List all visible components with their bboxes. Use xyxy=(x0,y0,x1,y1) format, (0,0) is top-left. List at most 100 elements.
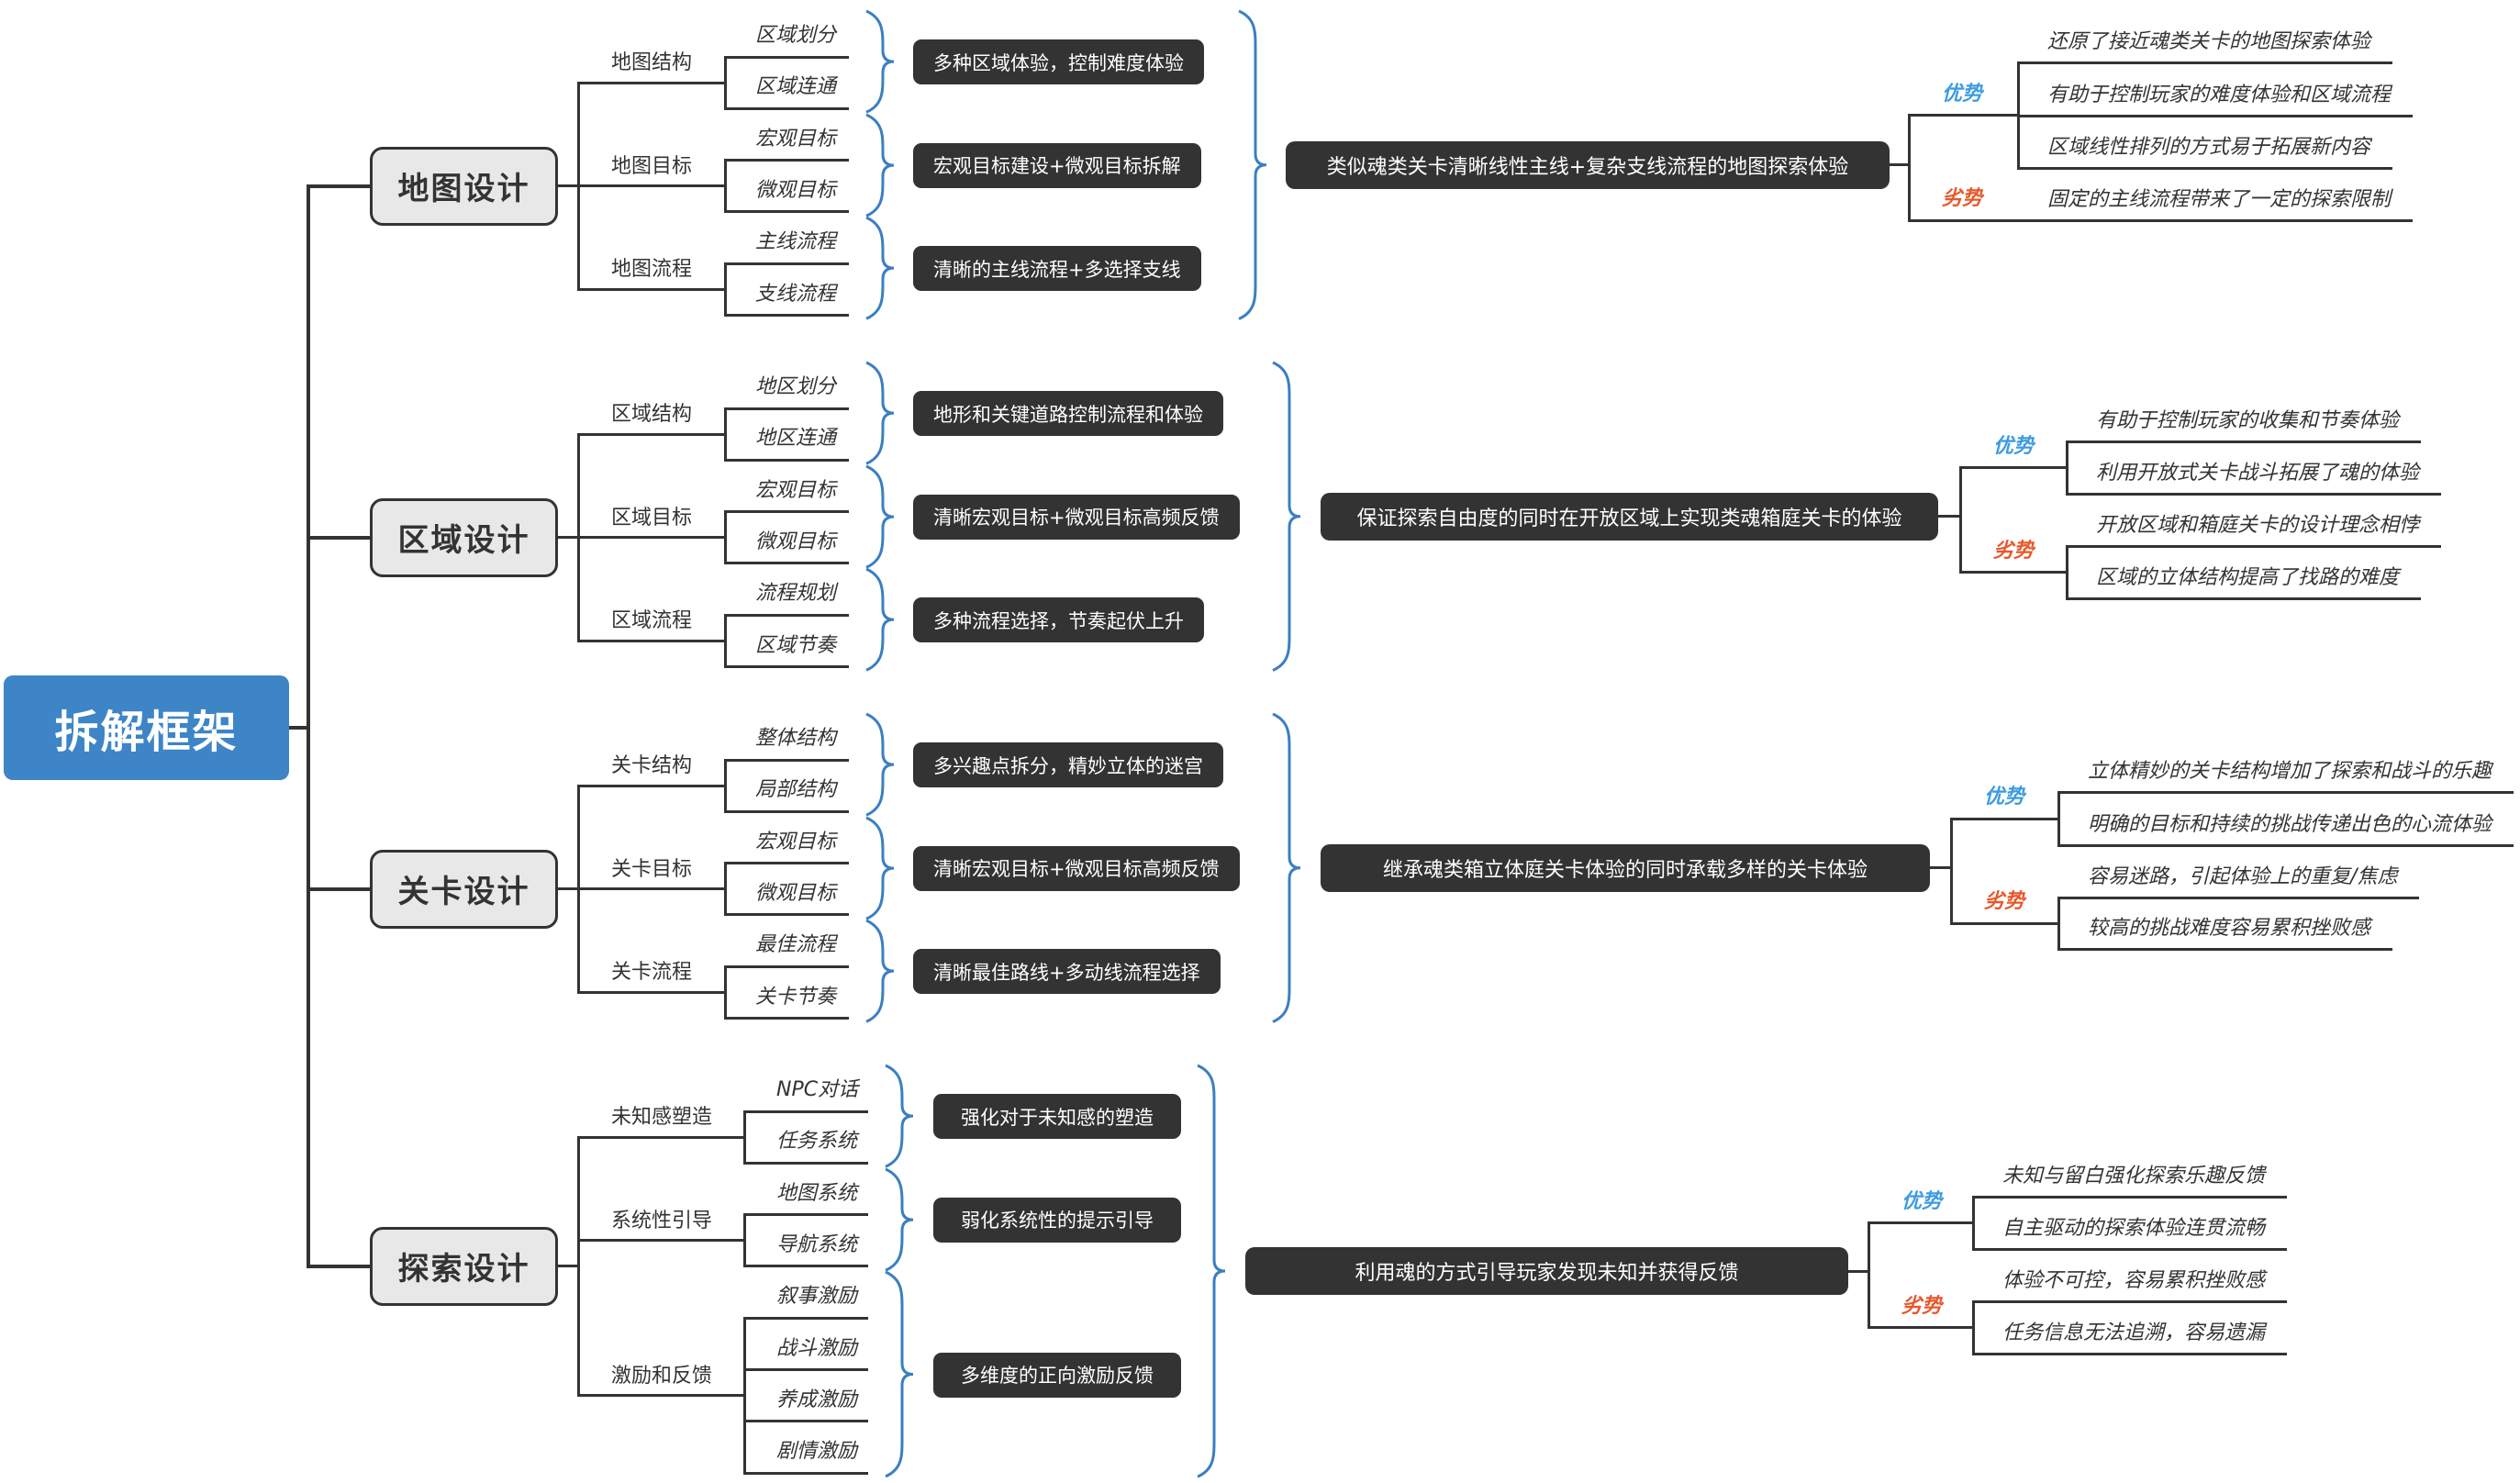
summary-box[interactable]: 宏观目标建设+微观目标拆解 xyxy=(913,142,1201,188)
connector-line xyxy=(725,1017,849,1020)
leaf-node[interactable]: 叙事激励 xyxy=(776,1285,858,1309)
branch-label[interactable]: 未知感塑造 xyxy=(611,1106,713,1130)
pros-item[interactable]: 有助于控制玩家的难度体验和区域流程 xyxy=(2018,78,2414,117)
summary-box[interactable]: 多维度的正向激励反馈 xyxy=(933,1352,1181,1398)
brace-bracket xyxy=(1197,1064,1226,1478)
summary-box[interactable]: 多种区域体验，控制难度体验 xyxy=(913,39,1204,85)
branch-label[interactable]: 关卡结构 xyxy=(611,754,693,778)
summary-box[interactable]: 多种流程选择，节奏起伏上升 xyxy=(913,597,1204,643)
branch-label[interactable]: 地图流程 xyxy=(611,258,693,282)
branch-label[interactable]: 区域目标 xyxy=(611,506,693,530)
branch-label[interactable]: 关卡流程 xyxy=(611,961,693,985)
topic-node[interactable]: 关卡设计 xyxy=(370,849,558,929)
connector-line xyxy=(1909,218,2018,222)
connector-line xyxy=(289,726,308,730)
summary-box[interactable]: 清晰最佳路线+多动线流程选择 xyxy=(913,949,1221,995)
leaf-node[interactable]: 战斗激励 xyxy=(776,1336,858,1360)
leaf-node[interactable]: 支线流程 xyxy=(755,282,837,306)
branch-label[interactable]: 关卡目标 xyxy=(611,857,693,881)
brace-bracket xyxy=(885,1167,914,1272)
leaf-node[interactable]: 微观目标 xyxy=(755,881,837,905)
brace-bracket xyxy=(865,216,895,320)
connector-line xyxy=(725,407,849,410)
cons-item[interactable]: 固定的主线流程带来了一定的探索限制 xyxy=(2018,183,2414,222)
connector-line xyxy=(1951,921,2058,925)
leaf-node[interactable]: 微观目标 xyxy=(755,178,837,202)
leaf-node[interactable]: 宏观目标 xyxy=(755,127,837,151)
leaf-node[interactable]: 区域连通 xyxy=(755,75,837,99)
pros-item[interactable]: 明确的目标和持续的挑战传递出色的心流体验 xyxy=(2058,808,2514,847)
connector-line xyxy=(723,55,727,110)
brace-bracket xyxy=(1272,361,1301,672)
conclusion-box[interactable]: 保证探索自由度的同时在开放区域上实现类魂箱庭关卡的体验 xyxy=(1321,492,1938,541)
brace-bracket xyxy=(865,113,895,217)
leaf-node[interactable]: 地区划分 xyxy=(755,375,837,398)
leaf-node[interactable]: 地图系统 xyxy=(776,1181,858,1205)
summary-box[interactable]: 清晰宏观目标+微观目标高频反馈 xyxy=(913,845,1240,891)
leaf-node[interactable]: 流程规划 xyxy=(755,582,837,606)
leaf-node[interactable]: 宏观目标 xyxy=(755,478,837,502)
cons-item[interactable]: 区域的立体结构提高了找路的难度 xyxy=(2067,561,2422,600)
leaf-node[interactable]: NPC对话 xyxy=(776,1078,859,1101)
summary-box[interactable]: 地形和关键道路控制流程和体验 xyxy=(913,391,1223,437)
brace-bracket xyxy=(865,9,895,114)
topic-node[interactable]: 探索设计 xyxy=(370,1226,558,1306)
conclusion-box[interactable]: 类似魂类关卡清晰线性主线+复杂支线流程的地图探索体验 xyxy=(1286,140,1890,189)
connector-line xyxy=(744,1471,868,1475)
leaf-node[interactable]: 养成激励 xyxy=(776,1388,858,1411)
cons-item[interactable]: 体验不可控，容易累积挫败感 xyxy=(1973,1264,2288,1303)
leaf-node[interactable]: 宏观目标 xyxy=(755,830,837,853)
branch-label[interactable]: 地图结构 xyxy=(611,51,693,75)
branch-label[interactable]: 系统性引导 xyxy=(611,1209,713,1232)
summary-box[interactable]: 清晰的主线流程+多选择支线 xyxy=(913,246,1201,292)
pros-item[interactable]: 未知与留白强化探索乐趣反馈 xyxy=(1973,1159,2288,1199)
branch-label[interactable]: 区域结构 xyxy=(611,403,693,427)
leaf-node[interactable]: 任务系统 xyxy=(776,1130,858,1154)
connector-line xyxy=(742,1109,746,1165)
connector-line xyxy=(723,758,727,813)
branch-label[interactable]: 激励和反馈 xyxy=(611,1364,713,1388)
leaf-node[interactable]: 地区连通 xyxy=(755,427,837,451)
summary-box[interactable]: 清晰宏观目标+微观目标高频反馈 xyxy=(913,494,1240,540)
cons-label: 劣势 xyxy=(1942,187,1983,210)
pros-item[interactable]: 立体精妙的关卡结构增加了探索和战斗的乐趣 xyxy=(2058,754,2514,794)
connector-line xyxy=(744,1109,868,1113)
pros-item[interactable]: 还原了接近魂类关卡的地图探索体验 xyxy=(2018,25,2393,64)
branch-label[interactable]: 区域流程 xyxy=(611,609,693,633)
leaf-node[interactable]: 最佳流程 xyxy=(755,933,837,957)
leaf-node[interactable]: 微观目标 xyxy=(755,530,837,553)
pros-item[interactable]: 区域线性排列的方式易于拓展新内容 xyxy=(2018,130,2393,170)
branch-label[interactable]: 地图目标 xyxy=(611,154,693,178)
summary-box[interactable]: 强化对于未知感的塑造 xyxy=(933,1094,1181,1140)
connector-line xyxy=(308,184,370,188)
leaf-node[interactable]: 导航系统 xyxy=(776,1232,858,1256)
leaf-node[interactable]: 关卡节奏 xyxy=(755,985,837,1009)
connector-line xyxy=(725,159,849,162)
connector-line xyxy=(725,913,849,917)
pros-item[interactable]: 有助于控制玩家的收集和节奏体验 xyxy=(2067,404,2422,443)
conclusion-box[interactable]: 利用魂的方式引导玩家发现未知并获得反馈 xyxy=(1245,1247,1848,1296)
cons-item[interactable]: 开放区域和箱庭关卡的设计理念相悖 xyxy=(2067,508,2442,548)
pros-item[interactable]: 利用开放式关卡战斗拓展了魂的体验 xyxy=(2067,456,2442,496)
leaf-node[interactable]: 区域节奏 xyxy=(755,633,837,657)
cons-item[interactable]: 较高的挑战难度容易累积挫败感 xyxy=(2058,911,2393,951)
leaf-node[interactable]: 主线流程 xyxy=(755,230,837,254)
leaf-node[interactable]: 剧情激励 xyxy=(776,1440,858,1464)
summary-box[interactable]: 多兴趣点拆分，精妙立体的迷宫 xyxy=(913,742,1223,788)
conclusion-box[interactable]: 继承魂类箱立体庭关卡体验的同时承载多样的关卡体验 xyxy=(1321,843,1930,892)
cons-item[interactable]: 任务信息无法追溯，容易遗漏 xyxy=(1973,1316,2288,1355)
leaf-node[interactable]: 区域划分 xyxy=(755,24,837,47)
connector-line xyxy=(578,990,725,994)
root-node[interactable]: 拆解框架 xyxy=(4,675,289,780)
topic-node[interactable]: 地图设计 xyxy=(370,146,558,226)
brace-bracket xyxy=(885,1270,914,1478)
pros-item[interactable]: 自主驱动的探索体验连贯流畅 xyxy=(1973,1211,2288,1251)
cons-item[interactable]: 容易迷路，引起体验上的重复/焦虑 xyxy=(2058,860,2420,899)
connector-line xyxy=(744,1368,868,1371)
summary-box[interactable]: 弱化系统性的提示引导 xyxy=(933,1197,1181,1243)
leaf-node[interactable]: 局部结构 xyxy=(755,778,837,802)
topic-node[interactable]: 区域设计 xyxy=(370,497,558,577)
connector-line xyxy=(725,262,849,265)
leaf-node[interactable]: 整体结构 xyxy=(755,727,837,750)
